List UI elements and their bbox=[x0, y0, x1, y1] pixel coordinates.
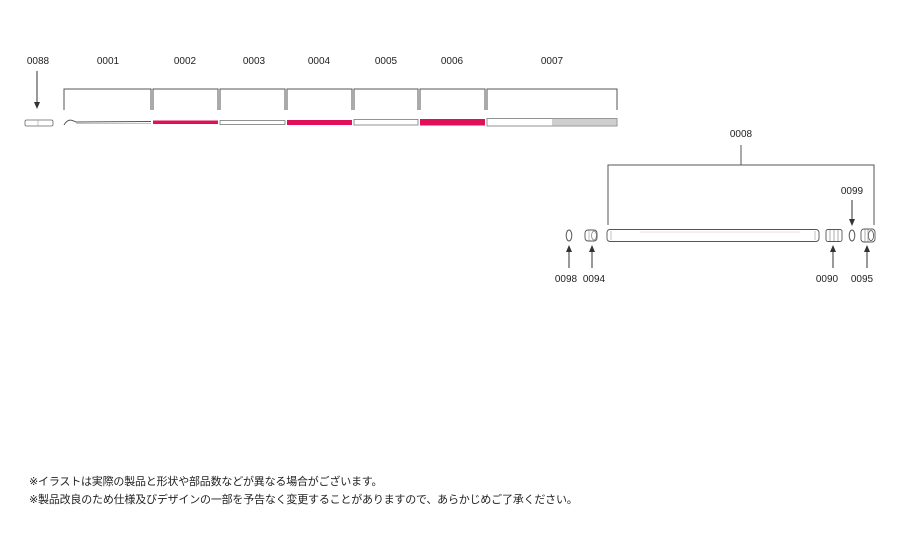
label-0005: 0005 bbox=[375, 56, 398, 67]
bracket-0007 bbox=[486, 88, 618, 110]
bracket-0001 bbox=[63, 88, 152, 110]
label-0094: 0094 bbox=[583, 274, 606, 285]
arrow-0098 bbox=[566, 245, 572, 268]
segment-0003 bbox=[219, 120, 286, 125]
part-0099-oring bbox=[848, 229, 856, 242]
segment-0004 bbox=[287, 120, 352, 125]
arrow-0094 bbox=[589, 245, 595, 268]
label-0004: 0004 bbox=[308, 56, 331, 67]
arrow-0090 bbox=[830, 245, 836, 268]
label-0003: 0003 bbox=[243, 56, 266, 67]
label-0099: 0099 bbox=[841, 186, 864, 197]
segment-0001 bbox=[63, 119, 152, 126]
disclaimer-note-1: ※イラストは実際の製品と形状や部品数などが異なる場合がございます。 bbox=[29, 475, 383, 488]
label-0008: 0008 bbox=[730, 129, 753, 140]
disclaimer-note-2: ※製品改良のため仕様及びデザインの一部を予告なく変更することがありますので、あら… bbox=[29, 493, 578, 506]
section-brackets bbox=[63, 88, 618, 110]
bracket-0004 bbox=[286, 88, 353, 110]
bracket-0008 bbox=[607, 164, 875, 225]
label-0006: 0006 bbox=[441, 56, 464, 67]
bracket-0002 bbox=[152, 88, 219, 110]
part-0094 bbox=[584, 229, 598, 242]
segment-0006 bbox=[420, 119, 485, 126]
part-0095 bbox=[860, 228, 876, 243]
label-0095: 0095 bbox=[851, 274, 874, 285]
segment-0002 bbox=[153, 120, 218, 124]
arrow-0099 bbox=[849, 200, 855, 226]
label-0007: 0007 bbox=[541, 56, 564, 67]
bracket-0003 bbox=[219, 88, 286, 110]
rod-segments bbox=[63, 118, 618, 127]
arrow-0095 bbox=[864, 245, 870, 268]
label-0098: 0098 bbox=[555, 274, 578, 285]
part-0088-cap bbox=[24, 119, 54, 127]
label-0001: 0001 bbox=[97, 56, 120, 67]
label-0088: 0088 bbox=[27, 56, 50, 67]
part-0008-tube bbox=[606, 229, 820, 242]
arrow-0088 bbox=[34, 71, 40, 109]
bracket-0006 bbox=[419, 88, 486, 110]
segment-0007 bbox=[486, 118, 618, 127]
bracket-0005 bbox=[353, 88, 419, 110]
label-0090: 0090 bbox=[816, 274, 839, 285]
label-0002: 0002 bbox=[174, 56, 197, 67]
part-0098-oring bbox=[565, 229, 573, 242]
part-0090 bbox=[825, 229, 843, 242]
segment-0005 bbox=[353, 119, 419, 126]
